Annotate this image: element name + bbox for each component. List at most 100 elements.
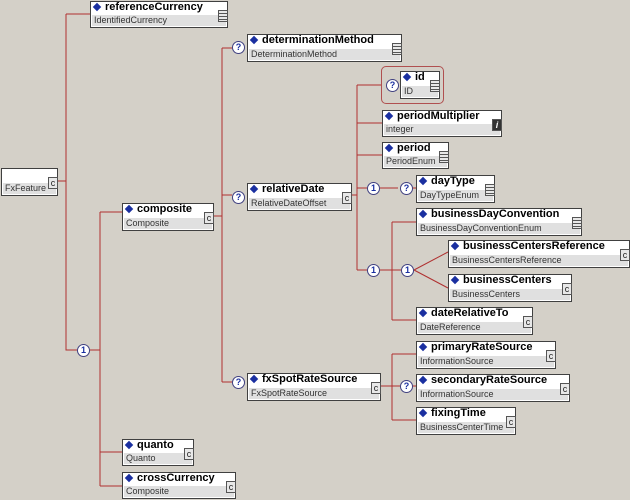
node-determinationMethod[interactable]: determinationMethod DeterminationMethod [247,34,402,62]
node-name: businessCenters [463,274,552,286]
root-node[interactable]: FxFeature c [1,168,58,196]
node-quanto[interactable]: quanto Quanto c [122,439,194,466]
optional-compositor-icon[interactable]: ? [232,191,245,204]
element-marker-icon [124,440,134,450]
node-composite[interactable]: composite Composite c [122,203,214,231]
node-businessCentersReference[interactable]: businessCentersReference BusinessCenters… [448,240,630,268]
complex-type-icon: c [226,481,236,493]
element-marker-icon [124,473,134,483]
complex-type-icon: c [560,383,570,395]
node-name: determinationMethod [262,34,374,46]
choice-compositor-icon[interactable]: 1 [77,344,90,357]
node-dateRelativeTo[interactable]: dateRelativeTo DateReference c [416,307,533,335]
element-marker-icon [418,375,428,385]
node-crossCurrency[interactable]: crossCurrency Composite c [122,472,236,499]
sequence-compositor-icon[interactable]: 1 [367,264,380,277]
complex-type-icon: c [506,416,516,428]
node-type: integer [384,124,500,135]
node-primaryRateSource[interactable]: primaryRateSource InformationSource c [416,341,556,369]
simple-type-icon [392,43,402,55]
node-type: Quanto [124,453,192,464]
optional-compositor-icon[interactable]: ? [232,41,245,54]
element-marker-icon [249,35,259,45]
root-type: FxFeature [3,183,56,194]
node-type: IdentifiedCurrency [92,15,226,26]
element-marker-icon [92,2,102,12]
node-type: BusinessCentersReference [450,255,628,266]
complex-type-icon: c [562,283,572,295]
node-type: DeterminationMethod [249,49,400,60]
node-name: periodMultiplier [397,110,480,122]
node-type: PeriodEnum [384,156,447,167]
node-name: dayType [431,175,475,187]
node-name: businessDayConvention [431,208,560,220]
element-marker-icon [418,408,428,418]
element-marker-icon [384,143,394,153]
node-period[interactable]: period PeriodEnum [382,142,449,169]
complex-type-icon: c [48,177,58,189]
node-type: Composite [124,486,234,497]
node-id[interactable]: id ID [400,71,440,99]
complex-type-icon: c [342,192,352,204]
node-name: secondaryRateSource [431,374,548,386]
node-type: DayTypeEnum [418,190,493,201]
element-marker-icon [418,342,428,352]
complex-type-icon: c [620,249,630,261]
complex-type-icon: c [184,448,194,460]
node-fixingTime[interactable]: fixingTime BusinessCenterTime c [416,407,516,435]
element-marker-icon [418,176,428,186]
complex-type-icon: c [523,316,533,328]
simple-type-icon [572,217,582,229]
node-relativeDate[interactable]: relativeDate RelativeDateOffset c [247,183,352,211]
optional-compositor-icon[interactable]: ? [400,380,413,393]
node-type: BusinessDayConventionEnum [418,223,580,234]
node-type: BusinessCenterTime [418,422,514,433]
element-marker-icon [384,111,394,121]
simple-type-icon [485,184,495,196]
node-name: crossCurrency [137,472,215,484]
node-type: BusinessCenters [450,289,570,300]
node-fxSpotRateSource[interactable]: fxSpotRateSource FxSpotRateSource c [247,373,381,401]
simple-type-icon [439,151,449,163]
node-name: fxSpotRateSource [262,373,358,385]
node-dayType[interactable]: dayType DayTypeEnum [416,175,495,203]
node-businessDayConvention[interactable]: businessDayConvention BusinessDayConvent… [416,208,582,236]
node-businessCenters[interactable]: businessCenters BusinessCenters c [448,274,572,302]
optional-compositor-icon[interactable]: ? [400,182,413,195]
element-marker-icon [418,308,428,318]
node-referenceCurrency[interactable]: referenceCurrency IdentifiedCurrency [90,1,228,28]
node-name: dateRelativeTo [431,307,509,319]
element-marker-icon [450,241,460,251]
choice-compositor-icon[interactable]: 1 [401,264,414,277]
node-periodMultiplier[interactable]: periodMultiplier integer i [382,110,502,137]
element-marker-icon [418,209,428,219]
node-type: FxSpotRateSource [249,388,379,399]
element-marker-icon [249,184,259,194]
node-name: period [397,142,431,154]
element-marker-icon [450,275,460,285]
optional-compositor-icon[interactable]: ? [232,376,245,389]
node-type: InformationSource [418,356,554,367]
node-secondaryRateSource[interactable]: secondaryRateSource InformationSource c [416,374,570,402]
sequence-compositor-icon[interactable]: 1 [367,182,380,195]
simple-type-icon [218,10,228,22]
node-name: fixingTime [431,407,486,419]
node-type: DateReference [418,322,531,333]
complex-type-icon: c [204,212,214,224]
node-name: quanto [137,439,174,451]
node-type: InformationSource [418,389,568,400]
node-name: id [415,71,425,83]
complex-type-icon: c [371,382,381,394]
optional-compositor-icon[interactable]: ? [386,79,399,92]
node-type: ID [402,86,438,97]
node-name: referenceCurrency [105,1,203,13]
node-type: RelativeDateOffset [249,198,350,209]
element-marker-icon [402,72,412,82]
node-name: primaryRateSource [431,341,533,353]
node-name: businessCentersReference [463,240,605,252]
element-marker-icon [124,204,134,214]
info-icon: i [492,119,502,131]
node-type: Composite [124,218,212,229]
element-marker-icon [249,374,259,384]
node-name: relativeDate [262,183,325,195]
